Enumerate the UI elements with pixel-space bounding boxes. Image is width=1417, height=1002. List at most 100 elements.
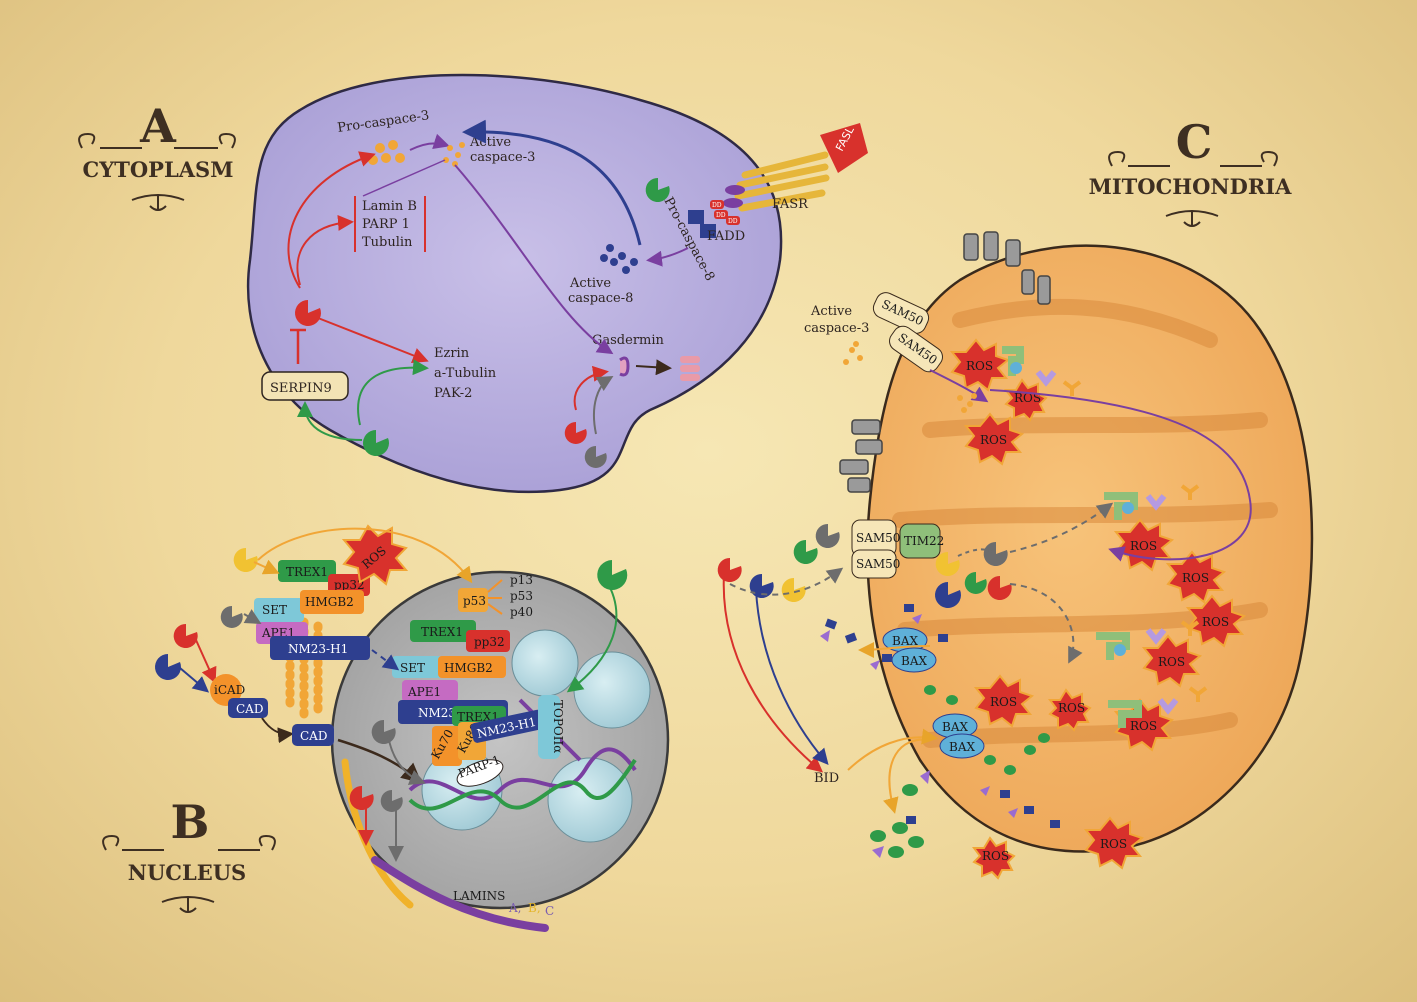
nm23-repair-box — [470, 709, 544, 743]
ros-mito-label-7: ROS — [1158, 655, 1185, 669]
arrow-gray-to-complex — [243, 609, 262, 624]
cad-box-2 — [292, 724, 334, 746]
arrow-gasdermin-to-pore — [635, 359, 672, 376]
arrow-cad-release — [261, 717, 294, 744]
panel-a-header: A CYTOPLASM — [78, 99, 236, 211]
ros-mito-11: ROS — [1083, 816, 1145, 870]
bax-group-2: BAX BAX — [932, 713, 985, 759]
icad-label: iCAD — [214, 683, 245, 697]
gray-caspase-mito-2 — [983, 541, 1008, 566]
arrow-bid-to-bax — [847, 728, 938, 771]
lamin-b-label: B, — [528, 901, 541, 915]
arrow-navy-to-bid — [755, 589, 829, 766]
sam50-mid-label-1: SAM50 — [856, 531, 900, 545]
ros-mito-label-6: ROS — [1202, 615, 1229, 629]
ros-mito-label-8: ROS — [990, 695, 1017, 709]
mito-active3-dots — [843, 341, 863, 365]
nucleolus-1 — [511, 629, 579, 697]
p53b-label: p53 — [510, 589, 533, 603]
panel-a-title: CYTOPLASM — [83, 157, 234, 182]
arrow-green-to-serpin9 — [297, 401, 363, 441]
ros-mito-label-12: ROS — [982, 849, 1009, 863]
lamin-a-label: A, — [508, 901, 521, 915]
ros-mito-label-3: ROS — [980, 433, 1007, 447]
arrow-red-to-complex — [1009, 583, 1083, 664]
etc-complex-1 — [1002, 346, 1082, 396]
mito-inner-caspase3-dots — [957, 393, 977, 413]
ape1-inner: APE1 — [407, 685, 441, 699]
p13-label: p13 — [510, 573, 533, 587]
line-yellow-gray — [957, 548, 993, 557]
mito-active3-line2: caspace-3 — [804, 321, 869, 336]
nucleus-repair-complex: TREX1 Ku70 Ku80 NM23-H1 TOPOIIα PARP-1 — [428, 695, 565, 787]
parp1-nucleus-box — [456, 759, 504, 787]
set-outer: SET — [262, 603, 287, 617]
p53-label: p53 — [463, 594, 486, 608]
ros-mito-9: ROS — [1048, 688, 1092, 732]
fadd-square-2 — [700, 224, 716, 238]
green-caspase-mito-2 — [964, 571, 987, 594]
active-caspase8-line1: Active — [569, 276, 611, 291]
red-caspase-mito — [717, 557, 742, 582]
arrow-yellow-to-p53 — [257, 527, 473, 584]
arrow-navy-to-icad — [179, 667, 210, 693]
serpin9-box — [261, 371, 349, 401]
lamin-yellow — [341, 758, 414, 909]
ros-mito-5: ROS — [1165, 550, 1227, 604]
panel-b-flourish-top — [102, 834, 276, 851]
active-caspase3-line1: Active — [469, 135, 511, 150]
fadd-domain-2 — [723, 198, 743, 208]
panel-c-title: MITOCHONDRIA — [1089, 174, 1293, 199]
etc-complex-3 — [1096, 620, 1200, 660]
substrate-pak2: PAK-2 — [434, 386, 472, 401]
membrane-channels-top — [963, 231, 1051, 305]
bax-label-4: BAX — [949, 740, 975, 754]
ros-bursts-mito: ROS ROS ROS ROS ROS ROS ROS ROS ROS ROS … — [949, 338, 1247, 880]
arrow-caspase3-to-gasdermin — [454, 164, 614, 355]
line-caspase3-to-substrates — [362, 159, 446, 197]
pp32-inner: pp32 — [474, 635, 505, 649]
set-inner-box — [392, 656, 442, 678]
panel-b-title: NUCLEUS — [128, 860, 246, 885]
arrow-gray-to-gasdermin — [592, 375, 614, 435]
trex1-outer-box — [278, 560, 336, 582]
trex1-inner: TREX1 — [421, 625, 463, 639]
red-caspase-gasdermin — [564, 421, 587, 444]
dd-label-3: DD — [728, 218, 738, 225]
gray-caspase-mito — [815, 523, 840, 548]
etc-complex-2 — [1104, 484, 1200, 520]
fasr-label: FASR — [772, 197, 809, 212]
hmgb2-outer-box — [300, 590, 364, 614]
panel-c-flourish-bottom — [1165, 210, 1219, 227]
substrate-ezrin: Ezrin — [434, 346, 470, 361]
fadd-square-1 — [688, 210, 704, 224]
substrate-a-tubulin: a-Tubulin — [434, 366, 497, 381]
panel-b-flourish-bottom — [161, 896, 215, 913]
arrow-gray-to-dna — [387, 734, 426, 785]
ros-mito-7: ROS — [1141, 634, 1203, 688]
yellow-caspase-mito — [781, 577, 806, 602]
lamins-label: LAMINS — [453, 889, 505, 903]
fasr-receptor — [734, 151, 830, 212]
pp32-inner-box — [466, 630, 510, 652]
arrow-yellow-to-complex — [253, 559, 280, 575]
arrow-caspase8-to-caspase3 — [462, 119, 642, 246]
nm23-outer: NM23-H1 — [288, 642, 348, 656]
trex1-inner-box — [410, 620, 476, 642]
p53-fork — [487, 579, 503, 615]
fasl-ligand — [820, 123, 868, 173]
dd-box-2 — [714, 210, 728, 219]
gray-caspase-nucleus-2 — [380, 789, 403, 812]
arrow-green-to-ezrin — [357, 359, 429, 426]
active-caspase8-dots — [600, 244, 638, 274]
dd-label-2: DD — [716, 212, 726, 219]
ros-mito-label-11: ROS — [1100, 837, 1127, 851]
active-caspase3-line2: caspace-3 — [470, 150, 535, 165]
cad-label-2: CAD — [300, 729, 327, 743]
p40-label: p40 — [510, 605, 533, 619]
set-outer-box — [254, 598, 304, 622]
arrow-bax-release — [858, 641, 931, 658]
arrow-green-to-topo — [566, 579, 618, 693]
yellow-caspase-mito-2 — [935, 551, 960, 576]
cad-box-1 — [228, 698, 268, 718]
